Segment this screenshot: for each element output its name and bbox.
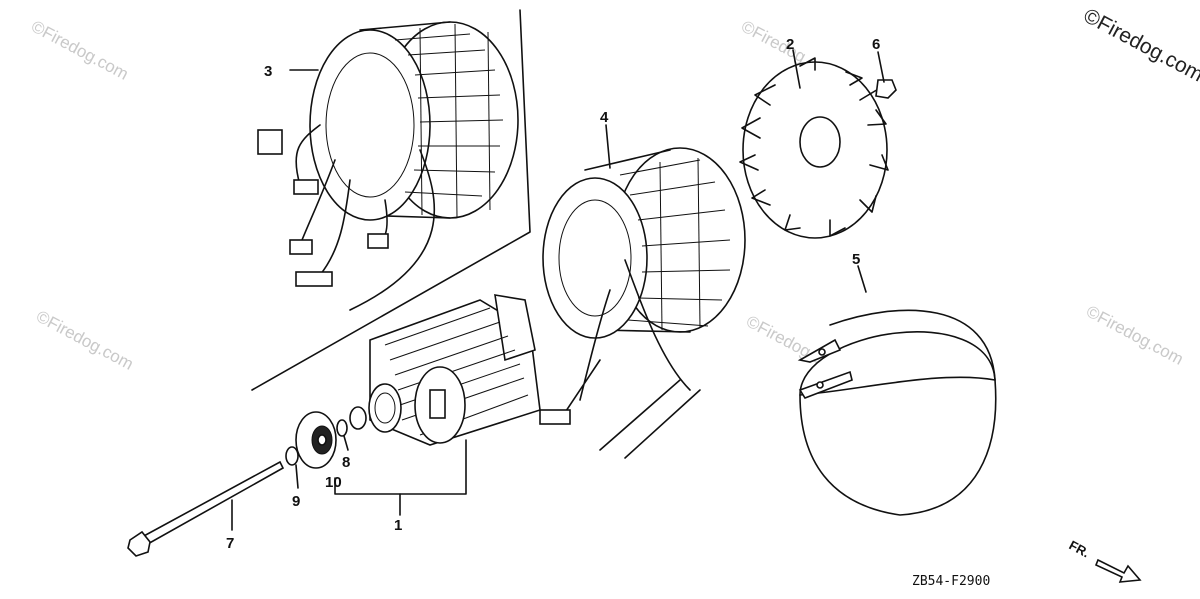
callout-8: 8 xyxy=(342,454,350,471)
fan-cover-band-icon xyxy=(797,309,997,516)
callout-10: 10 xyxy=(325,474,342,491)
callout-9: 9 xyxy=(292,493,300,510)
front-direction-label: FR. xyxy=(1067,537,1093,560)
stator-icon xyxy=(539,147,746,459)
callout-4: 4 xyxy=(600,109,609,126)
watermark-top-left: ©Firedog.com xyxy=(28,17,131,84)
flange-bolt-icon xyxy=(859,79,897,101)
callout-7: 7 xyxy=(226,535,234,552)
callout-5: 5 xyxy=(852,251,860,268)
washer-8-icon xyxy=(336,419,348,437)
through-bolt-icon xyxy=(127,460,285,557)
stator-harness-icon xyxy=(257,21,519,311)
watermark-mid-right: ©Firedog.com xyxy=(1083,302,1186,369)
watermark-top-right: ©Firedog.com xyxy=(1080,4,1200,86)
watermark-mid-left: ©Firedog.com xyxy=(33,307,136,374)
callout-2: 2 xyxy=(786,36,794,53)
front-arrow-icon: FR. xyxy=(1067,537,1142,583)
callout-1: 1 xyxy=(394,517,402,534)
group-bracket-line xyxy=(251,9,531,391)
washer-9-icon xyxy=(285,446,299,466)
callout-6: 6 xyxy=(872,36,880,53)
diagram-code: ZB54-F2900 xyxy=(912,574,990,589)
leader-lines xyxy=(231,49,885,531)
cooling-fan-icon xyxy=(739,57,889,239)
rotor-icon xyxy=(349,294,541,446)
ball-bearing-icon xyxy=(295,411,337,469)
callout-3: 3 xyxy=(264,63,272,80)
